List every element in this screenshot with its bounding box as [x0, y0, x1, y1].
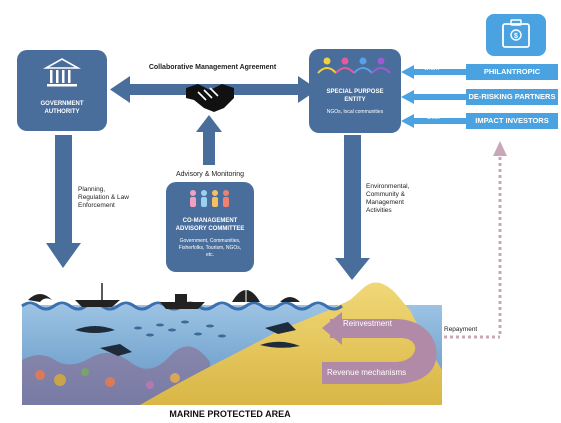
advisory-committee-box: CO-MANAGEMENT ADVISORY COMMITTEE Governm… [166, 182, 254, 272]
funder-impact-investors: IMPACT INVESTORS [466, 113, 558, 129]
government-title-line2: AUTHORITY [44, 109, 80, 115]
grant-arrow [401, 65, 466, 79]
funder-de-risking-partners: DE-RISKING PARTNERS [466, 89, 558, 105]
grant-label: Grant [424, 66, 440, 72]
debt-label: Debt [427, 115, 440, 121]
spe-title-line1: SPECIAL PURPOSE [326, 89, 384, 95]
funder-philantropic: PHILANTROPIC [466, 64, 558, 80]
government-title-line1: GOVERNMENT [40, 101, 84, 107]
derisking-arrow [401, 90, 466, 104]
community-people-icon [317, 57, 391, 74]
people-group-icon [190, 190, 229, 207]
advisory-title-line1: CO-MANAGEMENT [182, 218, 238, 224]
left-flow-line3: Enforcement [78, 202, 115, 209]
revenue-mechanisms-label: Revenue mechanisms [327, 368, 407, 377]
briefcase-money-icon: $ [486, 14, 546, 56]
marine-protected-area-title: MARINE PROTECTED AREA [169, 409, 291, 419]
left-flow-text: Planning, Regulation & Law Enforcement [78, 186, 153, 210]
advisory-up-arrow [196, 115, 222, 165]
advisory-members-line2: Fisherfolks, Tourism, NGOs, [178, 245, 242, 251]
special-purpose-entity-box: SPECIAL PURPOSE ENTITY NGOs, local commu… [309, 49, 401, 133]
spe-title-line2: ENTITY [344, 97, 366, 103]
right-flow-line1: Environmental, [366, 183, 410, 190]
revenue-cycle-arrow [322, 312, 437, 384]
government-to-mpa-arrow [46, 135, 81, 268]
reinvestment-label: Reinvestment [343, 319, 392, 328]
repayment-label: Repayment [444, 326, 478, 333]
government-building-icon [42, 58, 82, 87]
right-flow-line2: Community & [366, 191, 406, 198]
advisory-title-line2: ADVISORY COMMITTEE [175, 226, 245, 232]
left-flow-line1: Planning, [78, 186, 106, 193]
advisory-label: Advisory & Monitoring [175, 171, 245, 178]
right-flow-line3: Management [366, 199, 404, 206]
spe-subtitle: NGOs, local communities [326, 109, 384, 115]
repayment-dotted-arrow [438, 141, 507, 339]
advisory-members-line1: Government, Communities, [179, 238, 241, 244]
agreement-label: Collaborative Management Agreement [148, 64, 277, 71]
right-flow-line4: Activities [366, 207, 392, 214]
spe-to-mpa-arrow [335, 135, 370, 280]
svg-text:$: $ [514, 33, 518, 40]
marine-scene [21, 282, 442, 405]
debt-arrow [401, 114, 466, 128]
handshake-icon [186, 84, 234, 112]
right-flow-text: Environmental, Community & Management Ac… [366, 183, 446, 215]
government-authority-box: GOVERNMENT AUTHORITY [17, 50, 107, 131]
left-flow-line2: Regulation & Law [78, 194, 129, 201]
advisory-members-line3: etc. [205, 252, 215, 258]
